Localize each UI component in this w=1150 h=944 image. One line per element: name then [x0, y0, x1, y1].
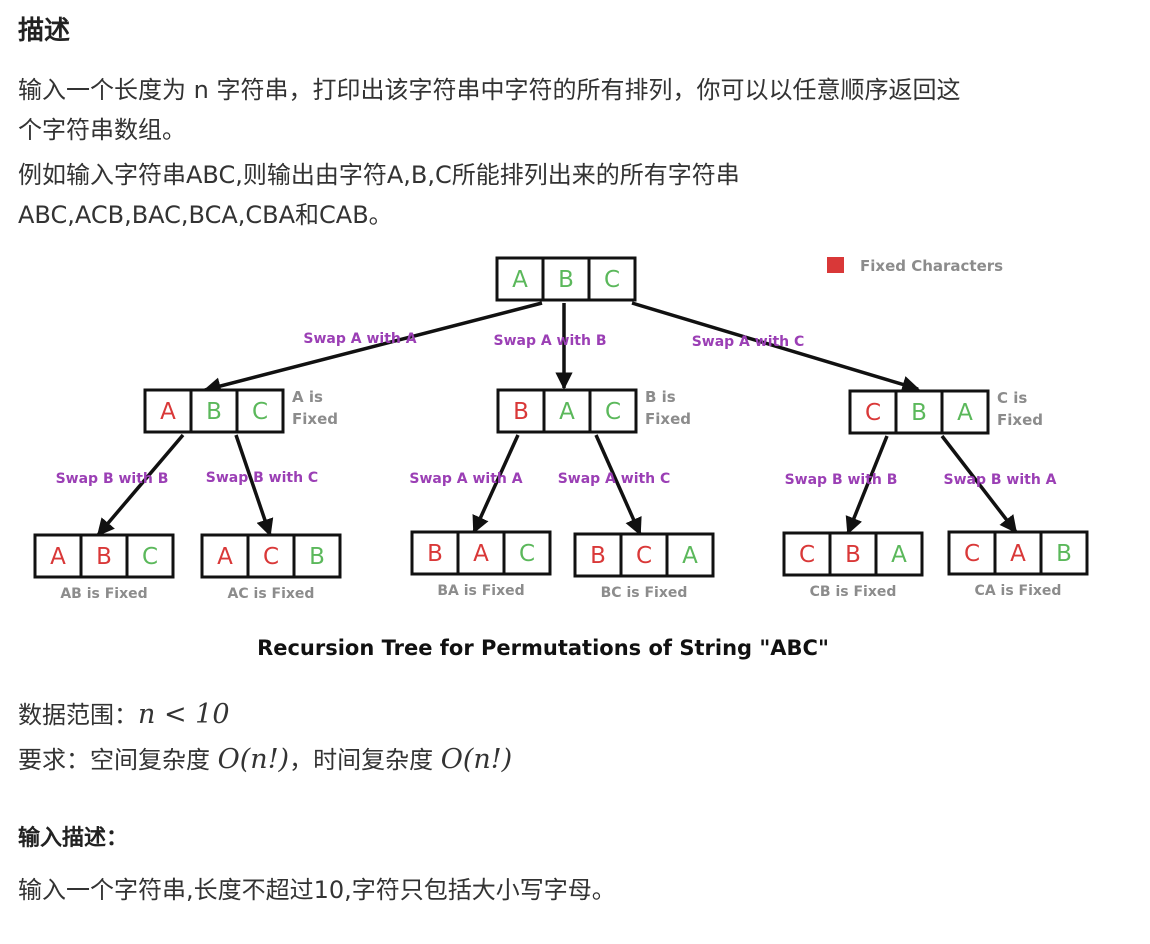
l2-note-5: CB is Fixed [810, 584, 897, 600]
edge-l1-to-l2-4 [594, 434, 642, 536]
l1-note-1-line-2: Fixed [292, 410, 338, 428]
description-line-2: 个字符串数组。 [18, 116, 186, 144]
edge-label-l2-2: Swap B with C [206, 470, 318, 486]
data-range: 数据范围：n < 10 [18, 695, 230, 735]
root-node-cell-3: C [604, 267, 620, 293]
l1-node-3-cell-2: B [911, 400, 927, 426]
l2-node-6-cell-3: B [1056, 541, 1072, 567]
edge-l1-to-l2-5 [845, 435, 889, 535]
l2-node-2-cell-1: A [217, 544, 233, 570]
legend-label: Fixed Characters [860, 257, 1003, 275]
l1-note-2-line-2: Fixed [645, 410, 691, 428]
example-line-2: ABC,ACB,BAC,BCA,CBA和CAB。 [18, 201, 393, 229]
page-title: 描述 [18, 16, 71, 46]
l2-node-4-cell-2: C [636, 543, 652, 569]
l1-note-1-line-1: A is [292, 388, 323, 406]
edge-l1-to-l2-2 [234, 434, 274, 537]
l2-node-6-cell-2: A [1010, 541, 1026, 567]
root-node-cell-2: B [558, 267, 574, 293]
l2-note-4: BC is Fixed [601, 585, 688, 601]
edge-label-l1-1: Swap A with A [303, 331, 416, 347]
l2-node-4-frame [573, 532, 715, 578]
l2-node-3-frame [410, 530, 552, 576]
edge-label-l2-1: Swap B with B [56, 471, 169, 487]
edge-label-l2-5: Swap B with B [785, 472, 898, 488]
l2-node-1-cell-3: C [142, 544, 158, 570]
l2-node-1-cell-2: B [96, 544, 112, 570]
edge-label-l2-6: Swap B with A [943, 472, 1056, 488]
time-complexity-formula: O(n!) [440, 744, 513, 775]
diagram-caption: Recursion Tree for Permutations of Strin… [257, 636, 829, 660]
example-line-1: 例如输入字符串ABC,则输出由字符A,B,C所能排列出来的所有字符串 [18, 161, 740, 189]
l1-node-2-frame [496, 388, 638, 434]
data-range-label: 数据范围： [18, 701, 138, 729]
l1-note-3-line-2: Fixed [997, 411, 1043, 429]
l2-node-6-cell-1: C [964, 541, 980, 567]
l2-node-5-cell-3: A [891, 542, 907, 568]
l2-node-1-cell-1: A [50, 544, 66, 570]
l1-node-3-frame [848, 389, 990, 435]
edge-label-l1-2: Swap A with B [493, 333, 606, 349]
l2-node-2-cell-2: C [263, 544, 279, 570]
edge-label-l1-3: Swap A with C [692, 334, 805, 350]
l2-node-3-cell-1: B [427, 541, 443, 567]
l2-node-1-frame [33, 533, 175, 579]
l1-node-2-cell-1: B [513, 399, 529, 425]
l1-node-1-cell-1: A [160, 399, 176, 425]
description-line-1: 输入一个长度为 n 字符串，打印出该字符串中字符的所有排列，你可以以任意顺序返回… [18, 76, 961, 104]
l2-node-4-cell-3: A [682, 543, 698, 569]
l2-node-2-frame [200, 533, 342, 579]
l1-node-1-cell-3: C [252, 399, 268, 425]
l1-note-2-line-1: B is [645, 388, 676, 406]
l2-node-3-cell-3: C [519, 541, 535, 567]
l1-node-2-cell-2: A [559, 399, 575, 425]
l1-node-2-cell-3: C [605, 399, 621, 425]
edge-label-l2-3: Swap A with A [409, 471, 522, 487]
l2-note-6: CA is Fixed [975, 583, 1062, 599]
l2-node-6-frame [947, 530, 1089, 576]
input-description-heading: 输入描述： [18, 826, 129, 851]
edge-root-to-l1-1 [203, 301, 543, 395]
space-complexity-formula: O(n!) [217, 744, 290, 775]
l2-note-3: BA is Fixed [437, 583, 524, 599]
legend-swatch [827, 257, 844, 273]
data-range-formula: n < 10 [138, 699, 230, 730]
l2-node-5-cell-2: B [845, 542, 861, 568]
root-node-frame [495, 256, 637, 302]
l2-node-5-frame [782, 531, 924, 577]
edge-l1-to-l2-3 [472, 434, 520, 534]
edge-l1-to-l2-6 [940, 434, 1018, 534]
l2-node-2-cell-3: B [309, 544, 325, 570]
l2-node-4-cell-1: B [590, 543, 606, 569]
l1-node-1-cell-2: B [206, 399, 222, 425]
l2-note-2: AC is Fixed [228, 586, 315, 602]
edge-label-l2-4: Swap A with C [558, 471, 671, 487]
l2-node-5-cell-1: C [799, 542, 815, 568]
l1-node-1-frame [143, 388, 285, 434]
requirement-label: 要求：空间复杂度 [18, 746, 218, 774]
l1-node-3-cell-3: A [957, 400, 973, 426]
l1-node-3-cell-1: C [865, 400, 881, 426]
edge-l1-to-l2-1 [96, 433, 185, 537]
time-complexity-label: ，时间复杂度 [289, 746, 441, 774]
l1-note-3-line-1: C is [997, 389, 1027, 407]
complexity-requirement: 要求：空间复杂度 O(n!)，时间复杂度 O(n!) [18, 740, 512, 780]
input-description-text: 输入一个字符串,长度不超过10,字符只包括大小写字母。 [18, 876, 616, 904]
l2-node-3-cell-2: A [473, 541, 489, 567]
root-node-cell-1: A [512, 267, 528, 293]
l2-note-1: AB is Fixed [60, 586, 147, 602]
edge-root-to-l1-3 [631, 301, 920, 393]
